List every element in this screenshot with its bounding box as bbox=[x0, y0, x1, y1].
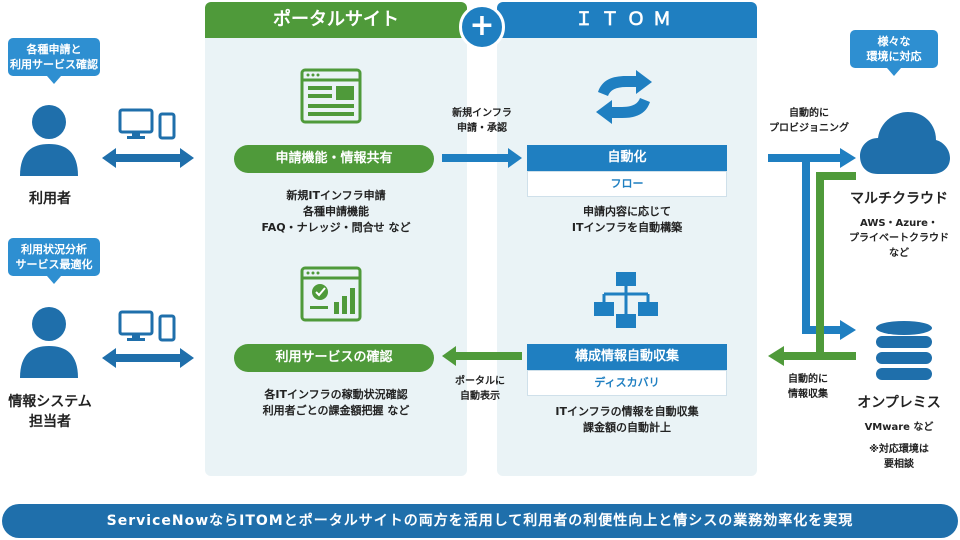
portal-top-desc-line2: 各種申請機能 bbox=[303, 205, 369, 218]
cloud-desc-line3: など bbox=[889, 248, 909, 259]
onprem-note-line2: 要相談 bbox=[884, 459, 914, 470]
arrow-label-collect-line2: 情報収集 bbox=[788, 389, 828, 400]
admin-label-line1: 情報システム bbox=[8, 394, 92, 410]
dashboard-check-icon bbox=[300, 266, 362, 322]
database-icon bbox=[876, 321, 932, 380]
arrow-label-collect: 自動的に 情報収集 bbox=[770, 372, 846, 402]
cloud-icon bbox=[860, 112, 950, 174]
arrow-label-display-line1: ポータルに bbox=[455, 376, 505, 387]
onprem-note-line1: ※対応環境は bbox=[869, 444, 929, 455]
cloud-desc-line2: プライベートクラウド bbox=[849, 233, 949, 244]
footer-banner: ServiceNowならITOMとポータルサイトの両方を活用して利用者の利便性向… bbox=[2, 504, 958, 538]
onprem-note: ※対応環境は 要相談 bbox=[844, 442, 954, 472]
itom-panel bbox=[497, 30, 757, 476]
callout-admin-line2: サービス最適化 bbox=[15, 258, 93, 271]
itom-header: ＩＴＯＭ bbox=[497, 2, 757, 38]
callout-user-line1: 各種申請と bbox=[26, 43, 82, 56]
arrow-label-collect-line1: 自動的に bbox=[788, 374, 828, 385]
user-label: 利用者 bbox=[29, 191, 71, 207]
cloud-title: マルチクラウド bbox=[850, 191, 948, 207]
right-connector-arrows bbox=[768, 148, 856, 366]
user-icon bbox=[20, 105, 78, 176]
portal-bottom-desc-line2: 利用者ごとの課金額把握 など bbox=[262, 404, 410, 417]
itom-bottom-desc: ITインフラの情報を自動収集 課金額の自動計上 bbox=[507, 404, 747, 436]
devices-icon-bottom bbox=[118, 310, 176, 342]
double-arrow-bottom bbox=[102, 348, 194, 368]
hierarchy-icon bbox=[594, 272, 658, 328]
arrow-left-green bbox=[442, 346, 522, 366]
itom-bottom-sub: ディスカバリ bbox=[527, 370, 727, 396]
arrow-label-provision-line2: プロビジョニング bbox=[769, 123, 849, 134]
callout-env-line1: 様々な bbox=[877, 35, 911, 48]
admin-icon bbox=[20, 307, 78, 378]
arrow-label-provision-line1: 自動的に bbox=[789, 108, 829, 119]
onprem-desc: VMware など bbox=[864, 422, 934, 433]
portal-top-desc-line1: 新規ITインフラ申請 bbox=[286, 189, 386, 202]
sync-arrows-icon bbox=[596, 70, 652, 124]
callout-admin: 利用状況分析 サービス最適化 bbox=[8, 238, 100, 284]
arrow-label-request-line2: 申請・承認 bbox=[457, 123, 507, 134]
callout-user: 各種申請と 利用サービス確認 bbox=[8, 38, 100, 84]
arrow-label-request: 新規インフラ 申請・承認 bbox=[440, 106, 524, 136]
admin-label: 情報システム 担当者 bbox=[0, 392, 100, 432]
devices-icon-top bbox=[118, 108, 176, 140]
onprem-title: オンプレミス bbox=[857, 395, 941, 411]
arrow-label-provision: 自動的に プロビジョニング bbox=[756, 106, 862, 136]
portal-top-title: 申請機能・情報共有 bbox=[234, 145, 434, 173]
callout-user-line2: 利用サービス確認 bbox=[10, 58, 98, 71]
itom-bottom-desc-line2: 課金額の自動計上 bbox=[583, 421, 671, 434]
callout-env: 様々な 環境に対応 bbox=[850, 30, 938, 76]
arrow-label-request-line1: 新規インフラ bbox=[452, 108, 512, 119]
cloud-desc: AWS・Azure・ プライベートクラウド など bbox=[838, 216, 960, 261]
arrow-label-display: ポータルに 自動表示 bbox=[440, 374, 520, 404]
portal-bottom-desc: 各ITインフラの稼動状況確認 利用者ごとの課金額把握 など bbox=[215, 387, 457, 419]
itom-top-desc-line2: ITインフラを自動構築 bbox=[571, 221, 683, 234]
plus-icon: + bbox=[459, 4, 505, 50]
cloud-desc-line1: AWS・Azure・ bbox=[860, 218, 938, 229]
itom-top-desc: 申請内容に応じて ITインフラを自動構築 bbox=[507, 204, 747, 236]
itom-bottom-desc-line1: ITインフラの情報を自動収集 bbox=[555, 405, 699, 418]
callout-env-line2: 環境に対応 bbox=[866, 50, 922, 63]
itom-top-sub: フロー bbox=[527, 171, 727, 197]
portal-bottom-title: 利用サービスの確認 bbox=[234, 344, 434, 372]
web-form-icon bbox=[300, 68, 362, 124]
admin-label-line2: 担当者 bbox=[29, 414, 71, 430]
portal-top-desc: 新規ITインフラ申請 各種申請機能 FAQ・ナレッジ・問合せ など bbox=[215, 188, 457, 236]
arrow-label-display-line2: 自動表示 bbox=[460, 391, 500, 402]
itom-bottom-title: 構成情報自動収集 bbox=[527, 344, 727, 370]
arrow-right-blue bbox=[442, 148, 522, 168]
portal-top-desc-line3: FAQ・ナレッジ・問合せ など bbox=[261, 221, 411, 234]
itom-top-title: 自動化 bbox=[527, 145, 727, 171]
double-arrow-top bbox=[102, 148, 194, 168]
portal-header: ポータルサイト bbox=[205, 2, 467, 38]
itom-top-desc-line1: 申請内容に応じて bbox=[583, 205, 671, 218]
callout-admin-line1: 利用状況分析 bbox=[21, 243, 87, 256]
portal-bottom-desc-line1: 各ITインフラの稼動状況確認 bbox=[264, 388, 408, 401]
